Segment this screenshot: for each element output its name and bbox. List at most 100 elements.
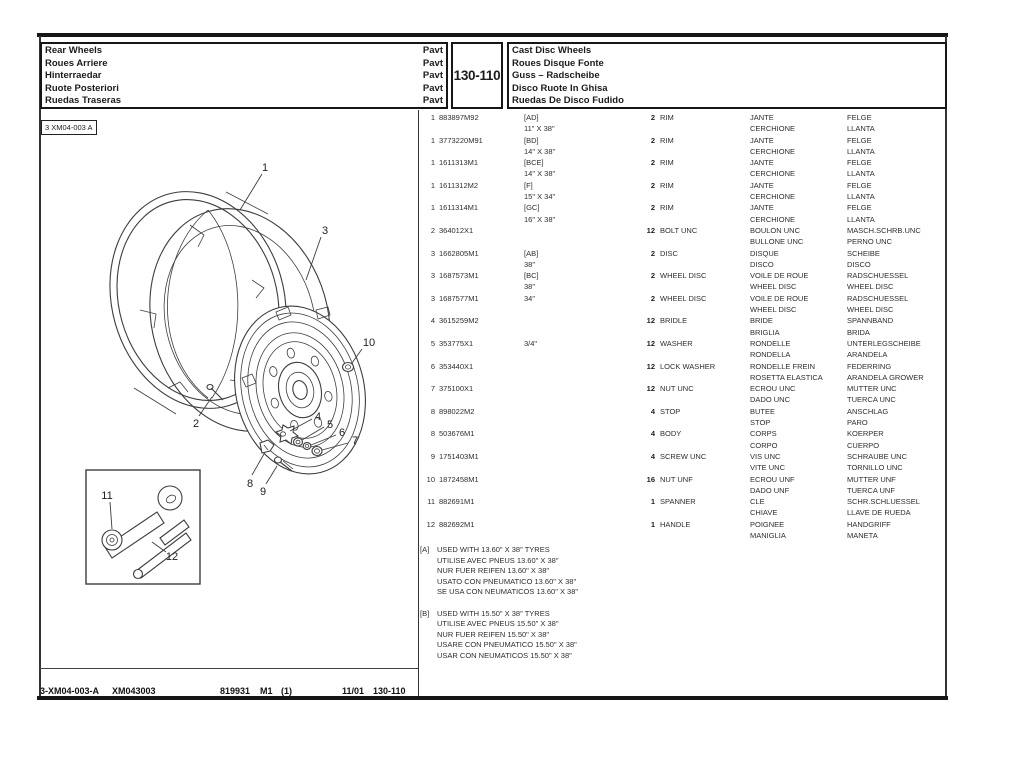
section-title: Rear Wheels <box>45 45 103 56</box>
de-line: SPANNBAND <box>847 316 894 326</box>
es-line: PARO <box>847 417 868 427</box>
section-title: Ruote Posteriori <box>45 82 119 94</box>
description-en-cell: RIM <box>660 180 674 190</box>
callout-numbers: 1 2 3 4 5 6 7 8 9 10 11 12 <box>101 162 375 563</box>
note-line-2: 38" <box>524 259 536 269</box>
footnote-a-tag: [A] <box>420 545 430 554</box>
ref-number-cell: 3 <box>430 248 435 258</box>
footer-doc-ref: 3-XM04-003-A <box>40 686 100 696</box>
fr-line: JANTE <box>750 135 774 145</box>
note-line-2: 15" X 34" <box>524 191 556 201</box>
note-line-2: 16" X 38" <box>524 214 556 224</box>
it-line: CERCHIONE <box>750 124 796 134</box>
fr-line: RONDELLE FREIN <box>750 361 816 371</box>
description-en-cell: NUT UNF <box>660 474 693 484</box>
fr-line: JANTE <box>750 180 774 190</box>
quantity-cell: 12 <box>646 384 655 394</box>
description-en-cell: SPANNER <box>660 497 696 507</box>
es-line: TUERCA UNC <box>847 395 896 405</box>
quantity-cell: 2 <box>650 203 655 213</box>
section-title: Roues Disque Fonte <box>512 57 604 69</box>
part-number-cell: 898022M2 <box>439 406 475 416</box>
description-en-cell: HANDLE <box>660 519 691 529</box>
it-line: WHEEL DISC <box>750 304 797 314</box>
de-line: FELGE <box>847 180 872 190</box>
footer-revision: M1 <box>260 686 273 696</box>
callout-number: 7 <box>352 435 358 447</box>
de-line: MUTTER UNC <box>847 384 897 394</box>
part-number-cell: 1872458M1 <box>439 474 479 484</box>
header-title-row: Disco Ruote In Ghisa <box>512 83 942 96</box>
size-note-cell <box>524 225 644 248</box>
section-title: Ruedas De Disco Fudido <box>512 95 624 107</box>
es-line: TUERCA UNF <box>847 485 895 495</box>
description-en-cell: WASHER <box>660 338 693 348</box>
quantity-cell: 2 <box>650 180 655 190</box>
part-number-cell: 1687573M1 <box>439 271 479 281</box>
header-right-box: Cast Disc Wheels Roues Disque Fonte Guss… <box>507 42 947 109</box>
size-note-cell: 3/4" <box>524 338 644 361</box>
de-line: SCHRAUBE UNC <box>847 451 908 461</box>
part-number-cell: 882692M1 <box>439 519 475 529</box>
es-line: LLANTA <box>847 214 875 224</box>
it-line: VITE UNC <box>750 463 786 473</box>
es-line: CUERPO <box>847 440 880 450</box>
callout-number: 11 <box>101 490 112 502</box>
footnote-b-tag: [B] <box>420 608 430 618</box>
section-title: Cast Disc Wheels <box>512 45 592 56</box>
callout-number: 3 <box>322 225 328 237</box>
fr-line: CLE <box>750 497 765 507</box>
footnote-line: UTILISE AVEC PNEUS 13.60" X 38" <box>437 555 559 565</box>
header-title-row: Ruedas Traseras Pavt <box>45 95 443 108</box>
model-code: Pavt <box>422 95 443 107</box>
ref-number-cell: 10 <box>426 474 435 484</box>
footer-doc-code: XM043003 <box>112 686 156 696</box>
header-title-row: Guss – Radscheibe <box>512 70 942 83</box>
es-line: WHEEL DISC <box>847 282 894 292</box>
callout-number: 8 <box>247 478 253 490</box>
note-line-1: [GC] <box>524 203 540 213</box>
ref-number-cell: 3 <box>430 293 435 303</box>
es-line: LLANTA <box>847 124 875 134</box>
footnote-line: NUR FUER REIFEN 13.60" X 38" <box>437 566 550 575</box>
callout-number: 1 <box>262 162 268 174</box>
quantity-cell: 2 <box>650 271 655 281</box>
footnote-line: SE USA CON NEUMATICOS 13.60" X 38" <box>437 587 579 596</box>
model-code: Pavt <box>422 57 443 69</box>
page-footer: 3-XM04-003-A XM043003 819931 M1 (1) 11/0… <box>0 686 1024 698</box>
de-line: ANSCHLAG <box>847 406 889 416</box>
quantity-cell: 12 <box>646 225 655 235</box>
note-line-1: [AD] <box>524 113 539 122</box>
ref-number-cell: 7 <box>430 384 435 394</box>
de-line: RADSCHUESSEL <box>847 271 909 281</box>
quantity-cell: 4 <box>650 451 655 461</box>
es-line: BRIDA <box>847 327 870 337</box>
es-line: LLAVE DE RUEDA <box>847 508 911 518</box>
size-note-cell: [F]15" X 34" <box>524 180 644 203</box>
page-number-box: 130-110 <box>451 42 503 109</box>
fr-line: DISQUE <box>750 248 779 258</box>
tools-inset-box <box>85 469 201 585</box>
es-line: WHEEL DISC <box>847 304 894 314</box>
right-border <box>945 36 947 696</box>
